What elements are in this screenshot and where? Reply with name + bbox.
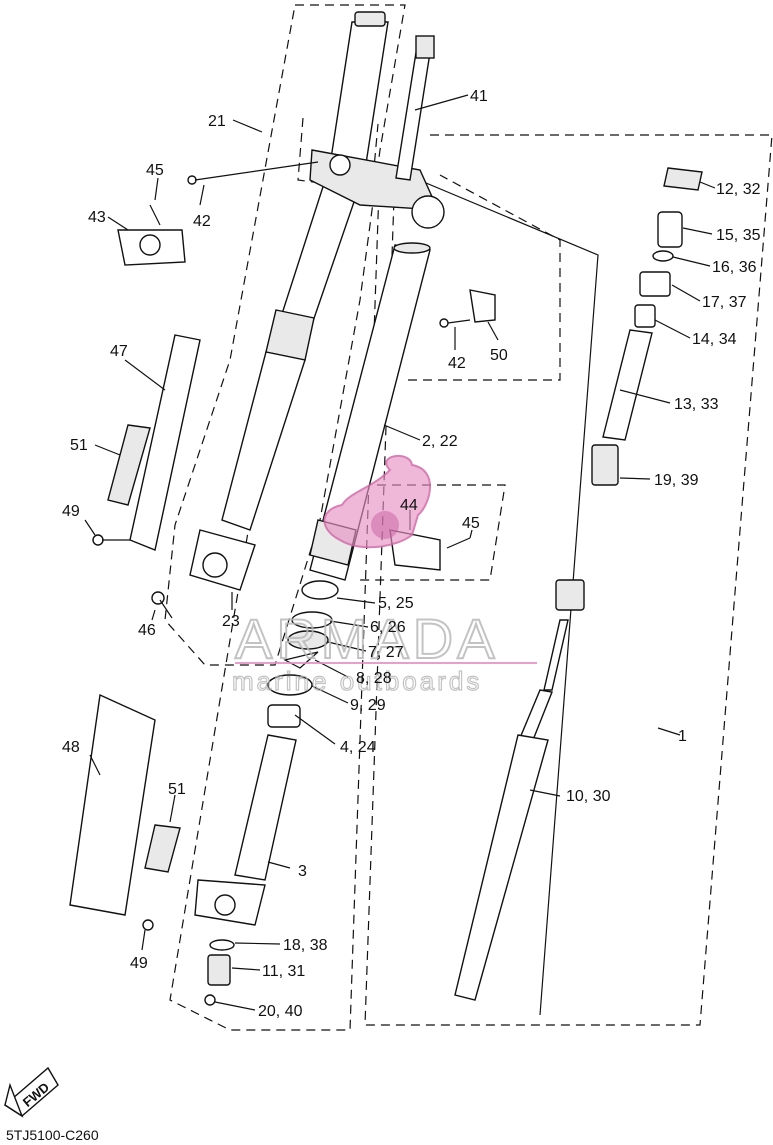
callout-51-upper: 51	[70, 437, 88, 454]
watermark-tagline: marine outboards	[232, 666, 482, 696]
callout-49-upper: 49	[62, 503, 80, 520]
callout-14-34: 14, 34	[692, 331, 737, 348]
watermark-mascot-face	[371, 511, 399, 539]
callout-15-35: 15, 35	[716, 227, 761, 244]
callout-18-38: 18, 38	[283, 937, 328, 954]
callout-43: 43	[88, 209, 106, 226]
callout-7-27: 7, 27	[368, 644, 404, 661]
damper-cartridge	[454, 167, 703, 1001]
callout-51-lower: 51	[168, 781, 186, 798]
callout-8-28: 8, 28	[356, 670, 392, 687]
callout-41: 41	[470, 88, 488, 105]
group-outline-left	[164, 4, 561, 1031]
callout-4-24: 4, 24	[340, 739, 376, 756]
callout-44: 44	[400, 497, 418, 514]
callout-2-22: 2, 22	[422, 433, 458, 450]
callout-48: 48	[62, 739, 80, 756]
watermark-brand: ARMADA	[235, 607, 499, 670]
callout-45-lower: 45	[462, 515, 480, 532]
group-outline-right	[364, 134, 773, 1026]
fwd-arrow-badge: FWD	[3, 1066, 59, 1118]
callout-11-31: 11, 31	[262, 963, 305, 980]
watermark-mascot	[323, 454, 431, 549]
callout-16-36: 16, 36	[712, 259, 757, 276]
diagram-code: 5TJ5100-C260	[6, 1127, 99, 1143]
callout-3: 3	[298, 863, 307, 880]
part-callouts: 1 3 4, 24 5, 25 6, 26 7, 27 8, 28 9, 29 …	[62, 88, 761, 1020]
callout-12-32: 12, 32	[716, 181, 761, 198]
callout-46: 46	[138, 622, 156, 639]
callout-45-upper: 45	[146, 162, 164, 179]
steering-stem	[395, 35, 435, 181]
callout-47: 47	[110, 343, 128, 360]
leader-lines	[84, 94, 716, 1011]
callout-17-37: 17, 37	[702, 294, 747, 311]
callout-10-30: 10, 30	[566, 788, 611, 805]
callout-6-26: 6, 26	[370, 619, 406, 636]
callout-23: 23	[222, 613, 240, 630]
callout-20-40: 20, 40	[258, 1003, 303, 1020]
callout-19-39: 19, 39	[654, 472, 699, 489]
callout-1: 1	[678, 728, 687, 745]
callout-42-lower: 42	[448, 355, 466, 372]
watermark: ARMADA marine outboards	[231, 454, 537, 697]
callout-21: 21	[208, 113, 226, 130]
callout-49-lower: 49	[130, 955, 148, 972]
callout-9-29: 9, 29	[350, 697, 386, 714]
callout-50: 50	[490, 347, 508, 364]
lower-outer-tube	[194, 734, 297, 1006]
callout-5-25: 5, 25	[378, 595, 414, 612]
fork-guards	[69, 334, 201, 916]
callout-13-33: 13, 33	[674, 396, 719, 413]
seal-stack	[267, 580, 339, 728]
left-fork-tube	[189, 11, 389, 591]
fork-clamp-parts	[92, 161, 496, 931]
callout-42-upper: 42	[193, 213, 211, 230]
